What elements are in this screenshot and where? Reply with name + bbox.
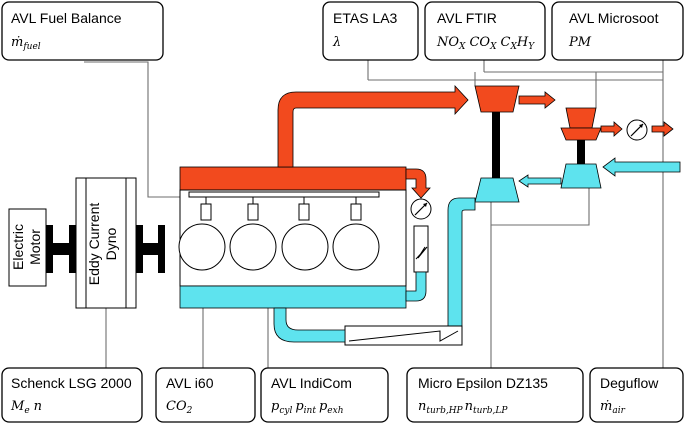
common-rail — [188, 191, 380, 198]
engine — [178, 166, 407, 309]
charge-air-pipe — [447, 197, 476, 341]
exhaust-valve — [626, 119, 648, 141]
etas-la3-name: ETAS LA3 — [333, 10, 398, 26]
schenck-name: Schenck LSG 2000 — [11, 375, 132, 391]
egr-loop — [405, 168, 432, 302]
avl-ftir-name: AVL FTIR — [437, 10, 497, 26]
tailpipe-arrow — [651, 121, 674, 137]
avl-i60-name: AVL i60 — [166, 375, 214, 391]
pm-symbol: PM — [568, 35, 592, 50]
cylinders — [178, 223, 380, 271]
fuel-balance-symbol: ṁfuel — [11, 35, 41, 52]
intake-manifold — [179, 285, 407, 309]
electric-motor: ElectricMotor — [8, 208, 47, 287]
lp-turbocharger — [560, 107, 602, 189]
lp-to-hp-air-arrow — [518, 174, 562, 188]
avl-indicom-name: AVL IndiCom — [271, 375, 352, 391]
avl-i60-box: AVL i60 CO2 — [155, 367, 256, 423]
etas-la3-box: ETAS LA3 λ — [322, 1, 419, 61]
lambda-symbol: λ — [332, 35, 341, 50]
fresh-air-inlet — [602, 157, 681, 177]
deguflow-name: Deguflow — [600, 375, 659, 391]
lp-outlet-arrow — [600, 121, 623, 137]
intake-return-pipe — [273, 307, 346, 343]
electric-motor-label: ElectricMotor — [10, 224, 43, 270]
motor-coupling — [46, 225, 76, 273]
fuel-balance-box: AVL Fuel Balance ṁfuel — [1, 1, 164, 61]
fuel-balance-name: AVL Fuel Balance — [11, 10, 122, 26]
injectors — [200, 197, 362, 221]
dyno-coupling — [136, 225, 165, 273]
exhaust-manifold — [179, 166, 407, 191]
deguflow-box: Deguflow ṁair — [589, 367, 684, 423]
dyno-label: Eddy CurrentDyno — [86, 203, 119, 286]
intercooler-flow-icon — [348, 330, 459, 342]
eddy-current-dyno: Eddy CurrentDyno — [75, 177, 137, 309]
avl-microsoot-name: AVL Microsoot — [569, 10, 659, 26]
hp-turbocharger — [474, 85, 520, 203]
micro-epsilon-name: Micro Epsilon DZ135 — [418, 375, 548, 391]
co2-symbol: CO2 — [166, 399, 193, 416]
hp-to-lp-exhaust-arrow — [518, 91, 556, 109]
avl-microsoot-box: AVL Microsoot PM — [551, 1, 684, 61]
signal-wires — [84, 60, 664, 368]
air-mass-flow-symbol: ṁair — [600, 399, 626, 416]
exhaust-pipe — [277, 84, 469, 168]
